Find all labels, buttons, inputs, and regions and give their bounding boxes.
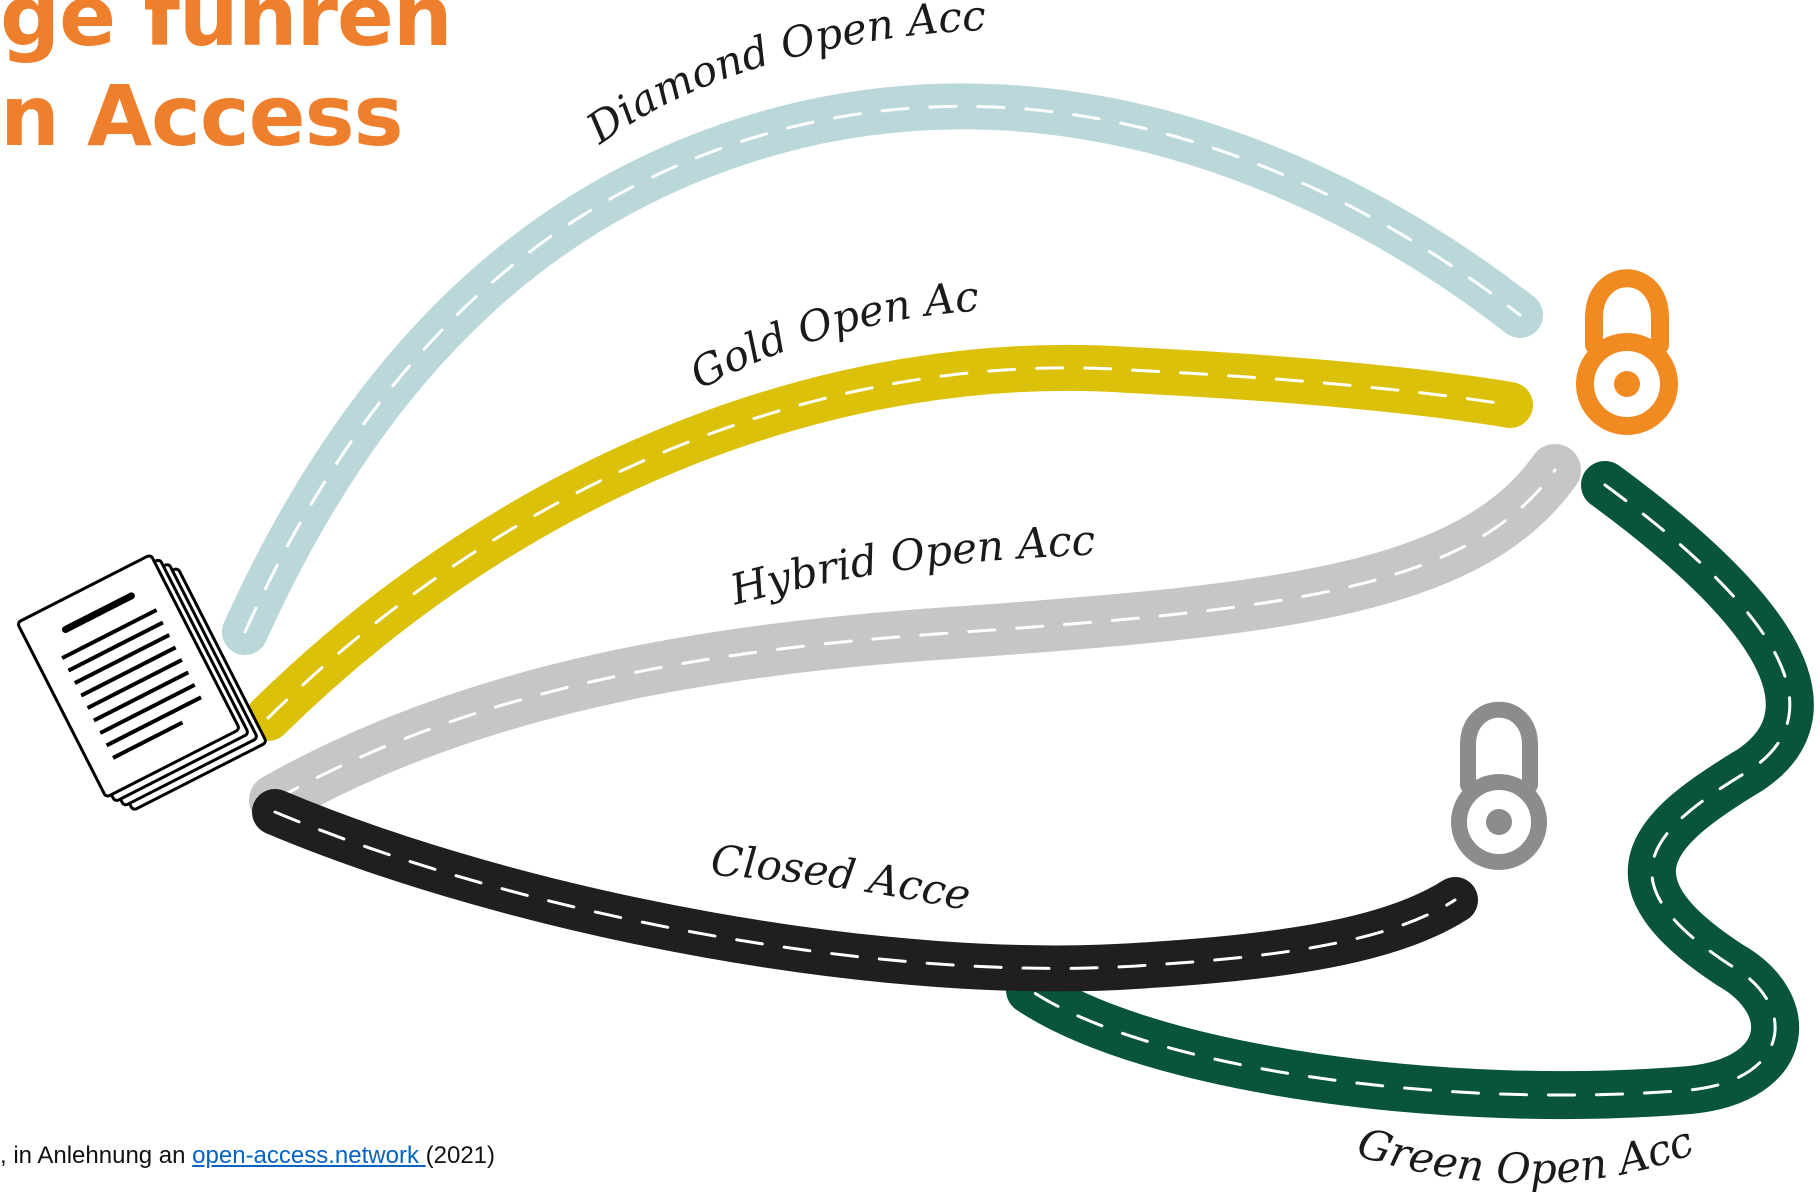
label-gold-open-access: Gold Open Access	[0, 0, 980, 399]
hybrid-open-access-road	[275, 470, 1555, 800]
caption-suffix: (2021)	[425, 1142, 495, 1169]
source-link[interactable]: open-access.network	[192, 1142, 426, 1169]
source-caption: , in Anlehnung an open-access.network (2…	[0, 1142, 495, 1170]
open-access-lock-icon	[1576, 269, 1678, 435]
title-line-2: n Access	[0, 67, 404, 165]
document-stack-icon	[17, 554, 267, 811]
caption-prefix: , in Anlehnung an	[0, 1142, 193, 1169]
page-title: ge führen n Access	[0, 0, 453, 166]
title-line-1: ge führen	[0, 0, 453, 65]
closed-lock-icon	[1451, 701, 1547, 870]
